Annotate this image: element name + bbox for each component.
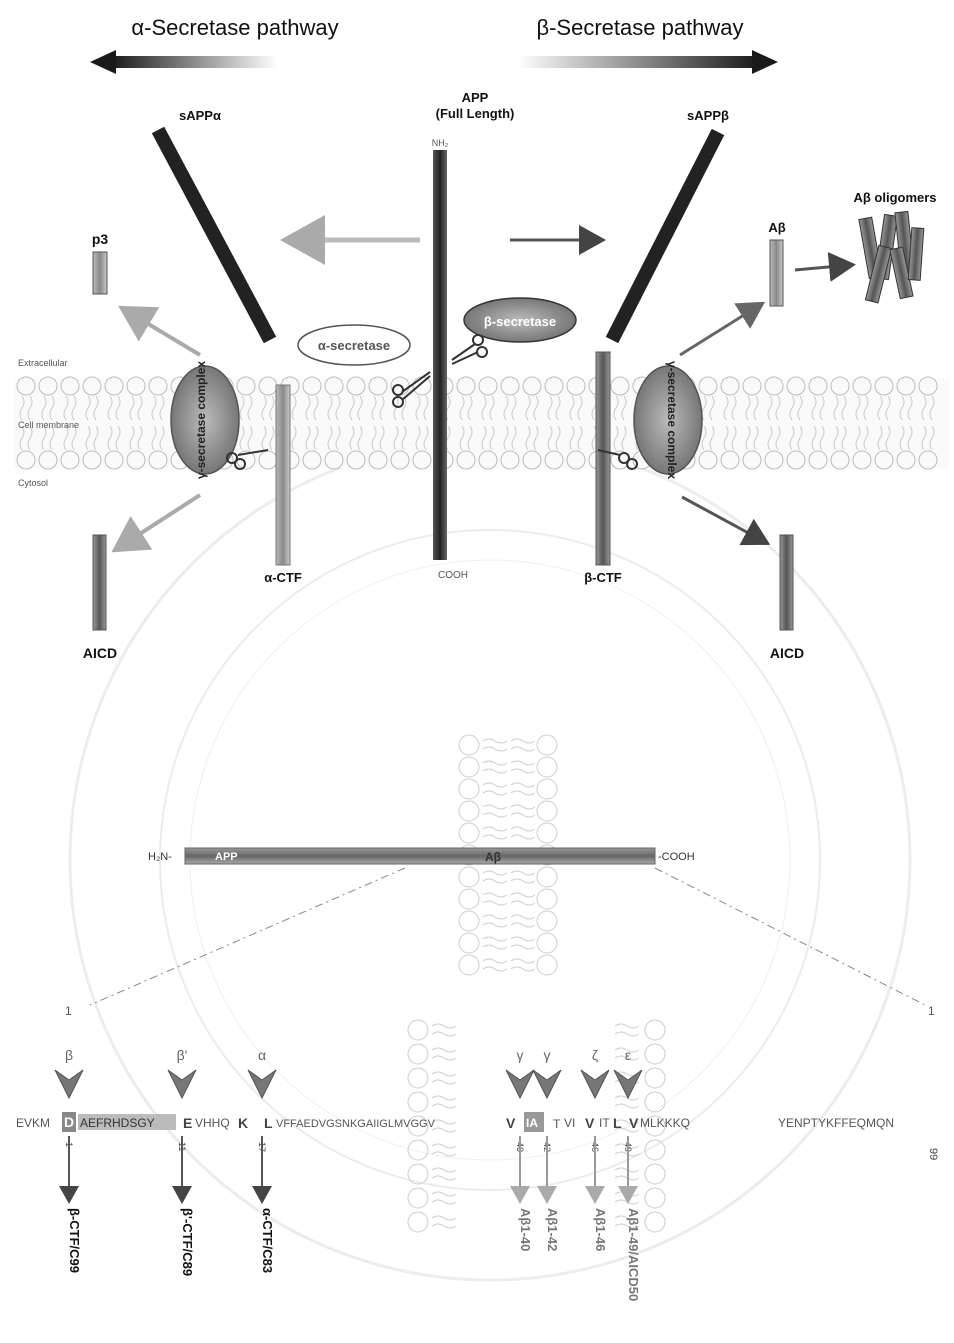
zoom-line-right	[655, 868, 925, 1005]
app-bar-c-terminus: -COOH	[658, 851, 695, 863]
arrow-to-ab	[680, 305, 760, 355]
app-full-length-rod	[433, 150, 447, 560]
beta-pathway-title: β-Secretase pathway	[536, 15, 743, 40]
beta-scissors-icon	[452, 335, 487, 364]
sappa-label: sAPPα	[179, 108, 221, 123]
sequence-start-marker: 1	[65, 1004, 72, 1018]
ab-oligomers-label: Aβ oligomers	[853, 190, 936, 205]
arrow-to-oligomers	[795, 265, 850, 270]
sequence-tail-number: 99	[927, 1148, 939, 1160]
beta-ctf-label: β-CTF	[584, 570, 622, 585]
p3-label: p3	[92, 231, 109, 247]
seq-seg-15: V	[629, 1115, 639, 1131]
sequence-row: EVKM D AEFRHDSGY E VHHQ K L VFFAEDVGSNKG…	[16, 1112, 939, 1160]
alpha-ctf-rod	[276, 385, 290, 565]
cleavage-arrowhead-1	[168, 1070, 196, 1098]
product-label-3: Aβ1-40	[518, 1208, 533, 1251]
app-domain-bar: H₂N- APP Aβ -COOH	[148, 848, 695, 864]
cleavage-site-label-1: β'	[177, 1047, 188, 1063]
cleavage-site-label-5: ζ	[592, 1047, 598, 1063]
alpha-pathway-arrow	[90, 50, 277, 74]
ab-fragment	[770, 240, 783, 306]
cell-membrane-band	[14, 377, 949, 469]
app-bar-app-label: APP	[215, 851, 238, 863]
sappb-label: sAPPβ	[687, 108, 729, 123]
cleavage-arrowhead-4	[533, 1070, 561, 1098]
seq-seg-13: IT	[599, 1116, 610, 1130]
gamma-complex-right-label: γ-secretase complex	[665, 361, 679, 479]
aicd-left-fragment	[93, 535, 106, 630]
gamma-complex-left-label: γ-secretase complex	[194, 361, 208, 479]
cleavage-arrowhead-3	[506, 1070, 534, 1098]
seq-seg-0: EVKM	[16, 1116, 50, 1130]
ab-label: Aβ	[768, 220, 785, 235]
beta-ctf-rod	[596, 352, 610, 565]
cooh-label: COOH	[438, 570, 468, 581]
product-label-1: β'-CTF/C89	[180, 1208, 195, 1276]
arrow-to-aicd-right	[682, 497, 765, 542]
lower-membrane-column	[408, 735, 665, 1232]
sappa-fragment	[158, 130, 270, 340]
cleavage-site-label-0: β	[65, 1047, 73, 1063]
seq-seg-1: D	[64, 1114, 74, 1130]
seq-seg-9: IA	[526, 1116, 538, 1130]
seq-seg-8: V	[506, 1115, 516, 1131]
zoom-line-left	[90, 868, 405, 1005]
sequence-end-marker: 1	[928, 1004, 935, 1018]
beta-secretase-label: β-secretase	[484, 314, 556, 329]
product-label-5: Aβ1-46	[593, 1208, 608, 1251]
alpha-secretase-label: α-secretase	[318, 338, 390, 353]
seq-seg-11: VI	[564, 1116, 575, 1130]
alpha-pathway-title: α-Secretase pathway	[131, 15, 338, 40]
seq-seg-16: MLKKKQ	[640, 1116, 690, 1130]
cleavage-site-label-2: α	[258, 1047, 266, 1063]
seq-seg-5: K	[238, 1115, 248, 1131]
aicd-right-fragment	[780, 535, 793, 630]
seq-seg-14: L	[613, 1115, 622, 1131]
product-label-2: α-CTF/C83	[260, 1208, 275, 1273]
ab-oligomers-cluster	[859, 211, 924, 302]
cleavage-site-label-4: γ	[544, 1047, 551, 1063]
cleavage-arrowhead-5	[581, 1070, 609, 1098]
cytosol-label: Cytosol	[18, 478, 48, 488]
cleavage-site-label-6: ε	[625, 1047, 631, 1063]
nh2-label: NH₂	[432, 138, 449, 148]
seq-seg-2: AEFRHDSGY	[80, 1116, 155, 1130]
cleavage-site-label-3: γ	[517, 1047, 524, 1063]
sequence-tail: YENPTYKFFEQMQN	[778, 1116, 894, 1130]
seq-seg-4: VHHQ	[195, 1116, 230, 1130]
cleavage-arrowhead-2	[248, 1070, 276, 1098]
extracellular-label: Extracellular	[18, 358, 68, 368]
seq-seg-6: L	[264, 1115, 273, 1131]
app-bar-ab-label: Aβ	[485, 850, 501, 864]
beta-pathway-arrow	[518, 50, 778, 74]
arrow-to-aicd-left	[118, 495, 200, 548]
arrow-to-p3	[125, 310, 200, 355]
seq-seg-12: V	[585, 1115, 595, 1131]
seq-seg-10: T	[553, 1117, 561, 1131]
seq-seg-7: VFFAEDVGSNKGAIIGLMVGGV	[276, 1118, 436, 1130]
aicd-right-label: AICD	[770, 645, 804, 661]
product-label-0: β-CTF/C99	[67, 1208, 82, 1273]
cleavage-arrowhead-0	[55, 1070, 83, 1098]
cleavage-sites: β1β'11α17γ40γ42ζ46ε49	[55, 1047, 642, 1152]
app-label: APP	[462, 90, 489, 105]
app-full-length-label: (Full Length)	[436, 106, 515, 121]
cell-membrane-label: Cell membrane	[18, 420, 79, 430]
alpha-ctf-label: α-CTF	[264, 570, 302, 585]
alpha-secretase-enzyme: α-secretase	[298, 325, 410, 365]
seq-seg-3: E	[183, 1115, 192, 1131]
product-label-6: Aβ1-49/AICD50	[626, 1208, 641, 1301]
p3-fragment	[93, 252, 107, 294]
aicd-left-label: AICD	[83, 645, 117, 661]
sappb-fragment	[612, 132, 718, 340]
app-bar-n-terminus: H₂N-	[148, 851, 172, 863]
product-label-4: Aβ1-42	[545, 1208, 560, 1251]
